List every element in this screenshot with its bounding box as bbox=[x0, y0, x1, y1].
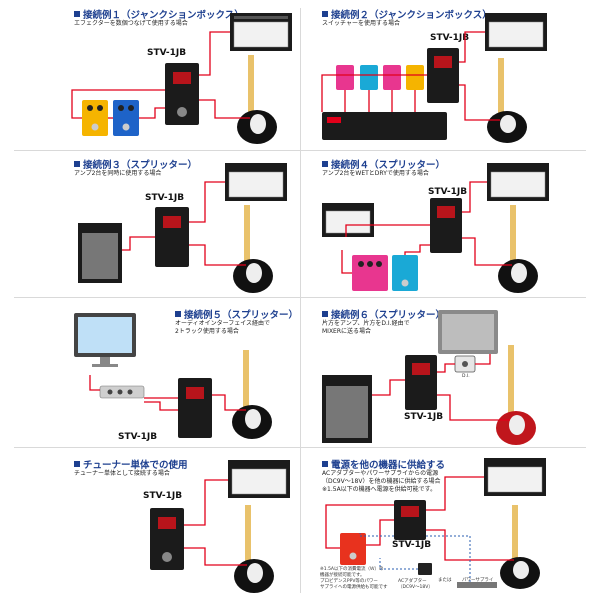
panel-8-model-label: STV-1JB bbox=[392, 540, 432, 550]
panel-7-subtitle: チューナー単体として接続する場合 bbox=[74, 470, 170, 477]
panel-5-diagram bbox=[74, 313, 272, 439]
pedal-blue-icon bbox=[113, 100, 139, 136]
amp-icon bbox=[484, 458, 546, 496]
amp-icon bbox=[230, 13, 292, 51]
panel-1-model-label: STV-1JB bbox=[147, 48, 187, 58]
amp-right-icon bbox=[487, 163, 549, 201]
tuner-unit-icon bbox=[155, 207, 189, 267]
panel-8-subtitle-3: ※1.5A以下の機器へ電源を供給可能です。 bbox=[322, 486, 437, 493]
cable-lines bbox=[325, 476, 514, 561]
guitar-icon bbox=[232, 350, 272, 439]
pedal-yellow-icon bbox=[82, 100, 108, 136]
panel-4-diagram bbox=[322, 163, 549, 293]
cable-lines bbox=[89, 375, 246, 411]
panel-1-subtitle: エフェクターを数個つなげて使用する場合 bbox=[74, 20, 188, 27]
tuner-unit-icon bbox=[394, 500, 426, 540]
cable-lines bbox=[71, 31, 250, 119]
power-note-4: サプライへの電源供給も可能です bbox=[320, 585, 388, 590]
adapter-label-1: ACアダプター bbox=[398, 579, 427, 584]
tuner-unit-icon bbox=[150, 508, 184, 570]
switcher-icon bbox=[322, 112, 447, 140]
cable-lines bbox=[341, 181, 512, 274]
amp-cabinet-icon bbox=[78, 223, 122, 283]
guitar-icon bbox=[234, 505, 274, 593]
panel-4-subtitle: アンプ2台をWETとDRYで使用する場合 bbox=[322, 170, 429, 177]
panel-5-subtitle-1: オーディオインターフェイス経由で bbox=[175, 320, 271, 327]
panel-2-title: 接続例２（ジャンクションボックス） bbox=[322, 7, 492, 21]
panel-1-diagram bbox=[71, 13, 292, 144]
ac-adapter-icon bbox=[418, 563, 432, 575]
cable-lines bbox=[321, 31, 500, 121]
amp-cabinet-icon bbox=[322, 375, 372, 443]
guitar-icon bbox=[498, 205, 538, 293]
amp-left-icon bbox=[322, 203, 374, 237]
pedal-cyan-icon bbox=[392, 255, 418, 291]
panel-4-model-label: STV-1JB bbox=[428, 187, 468, 197]
power-note-3: プロビデンスPPV等のパワー bbox=[320, 579, 378, 584]
amp-head-icon bbox=[225, 163, 287, 201]
row-divider-1 bbox=[14, 150, 586, 151]
panel-5-title: 接続例５（スプリッター） bbox=[175, 307, 298, 321]
pedal-cyan-icon bbox=[360, 65, 378, 90]
panel-2-model-label: STV-1JB bbox=[430, 33, 470, 43]
panel-2-subtitle: スイッチャーを使用する場合 bbox=[322, 20, 400, 27]
cable-lines bbox=[184, 479, 247, 566]
guitar-icon bbox=[500, 505, 540, 589]
tuner-unit-icon bbox=[405, 355, 437, 410]
di-label: D.I. bbox=[462, 374, 470, 379]
cable-lines bbox=[372, 354, 510, 421]
tuner-unit-icon bbox=[165, 63, 199, 125]
or-label: または bbox=[438, 578, 452, 583]
panel-8-subtitle-2: （DC9V～18V）を他の機器に供給する場合 bbox=[322, 478, 441, 485]
guitar-icon bbox=[487, 58, 527, 143]
panel-7-model-label: STV-1JB bbox=[143, 491, 183, 501]
panel-5-model-label: STV-1JB bbox=[118, 432, 158, 442]
panel-8-title: 電源を他の機器に供給する bbox=[322, 457, 445, 471]
mixer-icon bbox=[438, 310, 498, 354]
column-divider bbox=[300, 8, 301, 593]
row-divider-3 bbox=[14, 447, 586, 448]
pedal-pink-icon bbox=[336, 65, 354, 90]
panel-3-title: 接続例３（スプリッター） bbox=[74, 157, 197, 171]
pedal-pink-icon bbox=[352, 255, 388, 291]
pedal-pink-2-icon bbox=[383, 65, 401, 90]
power-note-1: ※1.5A以下の消費電流（Ｗ）の bbox=[320, 567, 384, 572]
amp-icon bbox=[485, 13, 547, 51]
panel-8-subtitle-1: ACアダプターやパワーサプライからの電源 bbox=[322, 470, 439, 477]
pedal-yellow-icon bbox=[406, 65, 424, 90]
panel-4-title: 接続例４（スプリッター） bbox=[322, 157, 445, 171]
power-supply-label: パワーサプライ bbox=[462, 578, 494, 583]
panel-1-title: 接続例１（ジャンクションボックス） bbox=[74, 7, 244, 21]
power-supply-icon bbox=[457, 582, 497, 588]
tuner-unit-icon bbox=[430, 198, 462, 253]
panel-7-title: チューナー単体での使用 bbox=[74, 457, 188, 471]
tuner-unit-icon bbox=[178, 378, 212, 438]
panel-6-model-label: STV-1JB bbox=[404, 412, 444, 422]
panel-6-subtitle-1: 片方をアンプ、片方をD.I.経由で bbox=[322, 320, 410, 327]
panel-3-diagram bbox=[78, 163, 287, 293]
cable-lines bbox=[122, 181, 246, 266]
tuner-unit-icon bbox=[427, 48, 459, 103]
power-note-2: 機器が接続可能です。 bbox=[320, 573, 365, 578]
pedal-red-icon bbox=[340, 533, 366, 565]
dc-power-lines bbox=[359, 533, 471, 582]
row-divider-2 bbox=[14, 297, 586, 298]
panel-6-diagram bbox=[322, 310, 536, 445]
adapter-label-2: （DC9V～18V） bbox=[398, 585, 433, 590]
amp-icon bbox=[228, 460, 290, 498]
panel-3-subtitle: アンプ2台を同時に使用する場合 bbox=[74, 170, 162, 177]
guitar-icon bbox=[233, 205, 273, 293]
panel-3-model-label: STV-1JB bbox=[145, 193, 185, 203]
panel-5-subtitle-2: 2トラック使用する場合 bbox=[175, 328, 239, 335]
panel-6-title: 接続例６（スプリッター） bbox=[322, 307, 445, 321]
panel-7-diagram bbox=[150, 460, 290, 593]
panel-2-diagram bbox=[321, 13, 547, 143]
audio-interface-icon bbox=[99, 385, 145, 399]
panel-6-subtitle-2: MIXERに送る場合 bbox=[322, 328, 372, 335]
computer-monitor-icon bbox=[74, 313, 136, 367]
